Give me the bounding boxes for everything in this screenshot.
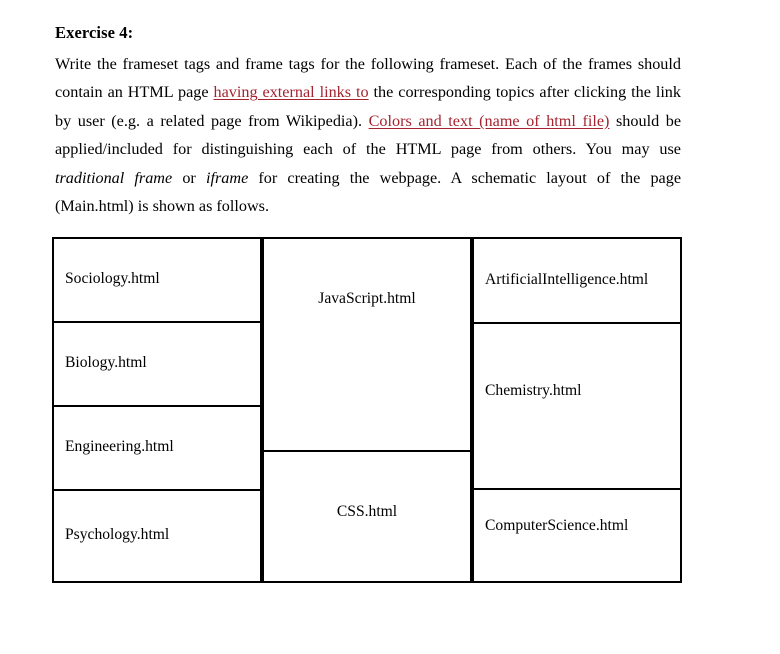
frame-cell-engineering: Engineering.html — [52, 405, 262, 492]
frame-label-sociology: Sociology.html — [65, 269, 160, 287]
frame-label-chemistry: Chemistry.html — [485, 381, 582, 399]
traditional-frame-emphasis: traditional frame — [55, 168, 173, 187]
frame-cell-biology: Biology.html — [52, 321, 262, 408]
exercise-title: Exercise 4: — [55, 23, 134, 42]
frameset-right-column: ArtificialIntelligence.html Chemistry.ht… — [472, 237, 682, 583]
paragraph-segment-4: or — [172, 168, 206, 187]
frameset-layout-diagram: Sociology.html Biology.html Engineering.… — [52, 237, 682, 583]
frame-label-css: CSS.html — [336, 503, 398, 521]
frame-label-psychology: Psychology.html — [65, 525, 170, 543]
frame-cell-computer-science: ComputerScience.html — [472, 488, 682, 583]
exercise-text-block: Exercise 4: Write the frameset tags and … — [55, 23, 681, 221]
colors-and-text-link[interactable]: Colors and text (name of html file) — [368, 111, 610, 130]
paragraph-segment-3: should be applied/included for distingui… — [55, 111, 682, 159]
exercise-paragraph: Write the frameset tags and frame tags f… — [55, 50, 681, 221]
frame-label-biology: Biology.html — [65, 353, 147, 371]
frame-cell-chemistry: Chemistry.html — [472, 322, 682, 491]
frameset-middle-column: JavaScript.html CSS.html — [262, 237, 472, 583]
frameset-left-column: Sociology.html Biology.html Engineering.… — [52, 237, 262, 583]
frame-cell-artificial-intelligence: ArtificialIntelligence.html — [472, 237, 682, 325]
frame-cell-psychology: Psychology.html — [52, 489, 262, 583]
frame-label-computer-science: ComputerScience.html — [485, 517, 629, 535]
frame-label-javascript: JavaScript.html — [318, 290, 416, 308]
frame-cell-javascript: JavaScript.html — [262, 237, 472, 453]
frame-label-artificial-intelligence: ArtificialIntelligence.html — [485, 271, 649, 289]
paragraph-segment-5: for creating the webpage. A schematic la… — [55, 168, 682, 216]
frame-cell-css: CSS.html — [262, 450, 472, 583]
paragraph-segment-2: the corresponding topics after clicking … — [55, 83, 681, 130]
external-links-link[interactable]: having external links to — [213, 83, 369, 102]
frame-label-engineering: Engineering.html — [65, 437, 174, 455]
paragraph-segment-1: Write the frameset tags and frame tags f… — [55, 54, 681, 102]
iframe-emphasis: iframe — [205, 168, 249, 187]
frame-cell-sociology: Sociology.html — [52, 237, 262, 324]
